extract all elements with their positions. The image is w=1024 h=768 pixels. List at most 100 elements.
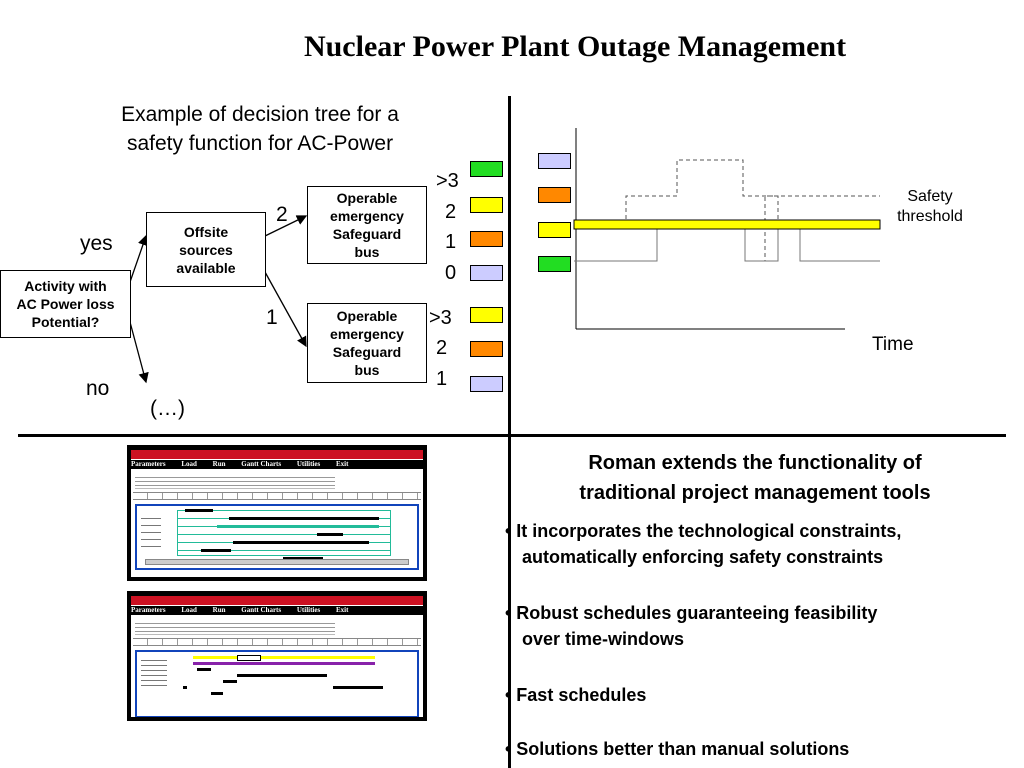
branch-2-label: 2 bbox=[276, 203, 288, 226]
roman-bullet-1-line2: automatically enforcing safety constrain… bbox=[522, 547, 884, 567]
screenshot1-menu-exit[interactable]: Exit bbox=[335, 460, 349, 468]
screenshot2-bar bbox=[237, 655, 261, 661]
screenshot1-menu-run[interactable]: Run bbox=[212, 460, 226, 468]
screenshot2-menu-exit[interactable]: Exit bbox=[335, 606, 349, 614]
roman-bullet-1: • It incorporates the technological cons… bbox=[505, 518, 901, 570]
offsite-line3: available bbox=[176, 259, 236, 276]
screenshot1-gantt-panel bbox=[135, 504, 419, 570]
timeline-legend-green bbox=[538, 256, 571, 272]
bus-node-upper: Operable emergency Safeguard bus bbox=[307, 186, 427, 264]
level-upper-0: 0 bbox=[445, 262, 457, 284]
screenshot1-titlebar bbox=[131, 450, 423, 459]
safety-label-line2: threshold bbox=[897, 208, 963, 225]
screenshot1-info-lines bbox=[135, 474, 335, 489]
page-title: Nuclear Power Plant Outage Management bbox=[303, 30, 847, 63]
screenshot1-bar bbox=[185, 509, 213, 512]
bus-lower-line2: emergency bbox=[330, 326, 404, 342]
roman-bullet-2-line1: • Robust schedules guaranteeing feasibil… bbox=[505, 603, 878, 623]
screenshot1-menu-load[interactable]: Load bbox=[181, 460, 197, 468]
screenshot2-menu-load[interactable]: Load bbox=[181, 606, 197, 614]
bus-upper-line4: bus bbox=[354, 244, 380, 260]
timeline-legend-orange bbox=[538, 187, 571, 203]
bus-upper-line2: emergency bbox=[330, 208, 404, 224]
roman-heading-line1: Roman extends the functionality of bbox=[588, 452, 922, 474]
screenshot1-bar bbox=[283, 557, 323, 560]
timeline-legend-yellow bbox=[538, 222, 571, 238]
screenshot2-info-lines bbox=[135, 620, 335, 635]
screenshot2-bar bbox=[183, 686, 187, 689]
bus-upper-line1: Operable bbox=[336, 190, 398, 206]
offsite-line2: sources bbox=[179, 241, 233, 258]
bus-upper-line3: Safeguard bbox=[332, 226, 402, 242]
screenshot1-menu-gantt[interactable]: Gantt Charts bbox=[241, 460, 282, 468]
tree-connectors bbox=[129, 215, 308, 384]
tree-subtitle: Example of decision tree for a safety fu… bbox=[70, 100, 450, 158]
level-square-lower-lavender bbox=[470, 376, 503, 392]
screenshot2-bar bbox=[333, 686, 383, 689]
level-upper-gt3: >3 bbox=[436, 170, 459, 192]
bus-lower-line4: bus bbox=[354, 362, 380, 378]
screenshot1-bar bbox=[201, 549, 231, 552]
screenshot2-titlebar bbox=[131, 596, 423, 605]
level-square-lower-yellow bbox=[470, 307, 503, 323]
roman-bullet-1-line1: • It incorporates the technological cons… bbox=[505, 521, 902, 541]
branch-yes-label: yes bbox=[80, 232, 113, 255]
roman-bullet-2-line2: over time-windows bbox=[522, 629, 685, 649]
root-line2: AC Power loss bbox=[16, 296, 115, 312]
level-square-upper-lavender bbox=[470, 265, 503, 281]
offsite-line1: Offsite bbox=[183, 223, 229, 240]
screenshot1-menu-utilities[interactable]: Utilities bbox=[296, 460, 321, 468]
screenshot2-ruler bbox=[133, 638, 421, 646]
level-lower-1: 1 bbox=[436, 368, 448, 390]
safety-threshold-label: Safety threshold bbox=[880, 187, 980, 227]
screenshot2-menu-gantt[interactable]: Gantt Charts bbox=[241, 606, 282, 614]
ellipsis-label: (…) bbox=[150, 397, 185, 420]
tree-subtitle-line1: Example of decision tree for a bbox=[121, 103, 399, 126]
roman-heading-line2: traditional project management tools bbox=[579, 482, 931, 504]
root-node: Activity with AC Power loss Potential? bbox=[0, 270, 131, 338]
level-square-upper-orange bbox=[470, 231, 503, 247]
tree-subtitle-line2: safety function for AC-Power bbox=[126, 132, 394, 155]
bus-node-lower: Operable emergency Safeguard bus bbox=[307, 303, 427, 383]
horizontal-divider bbox=[18, 434, 1006, 437]
screenshot1-menu-parameters[interactable]: Parameters bbox=[131, 460, 166, 468]
root-line1: Activity with bbox=[24, 278, 107, 294]
vertical-divider bbox=[508, 96, 511, 768]
timeline-diagram bbox=[573, 128, 881, 330]
arrow-offsite-2 bbox=[264, 215, 308, 237]
safety-threshold-bar bbox=[573, 219, 881, 230]
bus-lower-line1: Operable bbox=[336, 308, 398, 324]
screenshot2-menu-parameters[interactable]: Parameters bbox=[131, 606, 166, 614]
screenshot1-row-labels bbox=[141, 512, 161, 552]
screenshot2-row-labels bbox=[141, 656, 167, 690]
screenshot2-bar bbox=[223, 680, 237, 683]
screenshot2-gantt-panel bbox=[135, 650, 419, 717]
screenshot1-menubar: Parameters Load Run Gantt Charts Utiliti… bbox=[131, 460, 423, 469]
screenshot2-menu-run[interactable]: Run bbox=[212, 606, 226, 614]
screenshot2-bar bbox=[193, 656, 375, 659]
arrow-root-no bbox=[129, 321, 149, 384]
time-axis-label: Time bbox=[872, 334, 914, 355]
gantt-screenshot-1: Parameters Load Run Gantt Charts Utiliti… bbox=[127, 445, 427, 581]
screenshot2-bar bbox=[211, 692, 223, 695]
roman-heading: Roman extends the functionality of tradi… bbox=[520, 448, 990, 508]
level-lower-gt3: >3 bbox=[429, 307, 452, 329]
gantt-screenshot-2: Parameters Load Run Gantt Charts Utiliti… bbox=[127, 591, 427, 721]
screenshot2-menu-utilities[interactable]: Utilities bbox=[296, 606, 321, 614]
safety-label-line1: Safety bbox=[907, 188, 953, 205]
timeline-solid-trace bbox=[574, 222, 880, 262]
screenshot1-scrollbar[interactable] bbox=[145, 559, 409, 565]
timeline-dashed-trace bbox=[574, 159, 880, 262]
root-line3: Potential? bbox=[31, 314, 100, 330]
screenshot2-menubar: Parameters Load Run Gantt Charts Utiliti… bbox=[131, 606, 423, 615]
roman-bullet-3: • Fast schedules bbox=[505, 685, 647, 705]
screenshot2-bar bbox=[197, 668, 211, 671]
arrow-root-yes bbox=[129, 234, 148, 283]
screenshot1-bar bbox=[217, 525, 379, 528]
timeline-legend-lavender bbox=[538, 153, 571, 169]
roman-bullet-4: • Solutions better than manual solutions bbox=[505, 739, 850, 759]
arrow-offsite-1 bbox=[264, 271, 307, 348]
screenshot2-bar bbox=[193, 662, 375, 665]
screenshot1-bar bbox=[233, 541, 369, 544]
level-upper-2: 2 bbox=[445, 201, 457, 223]
